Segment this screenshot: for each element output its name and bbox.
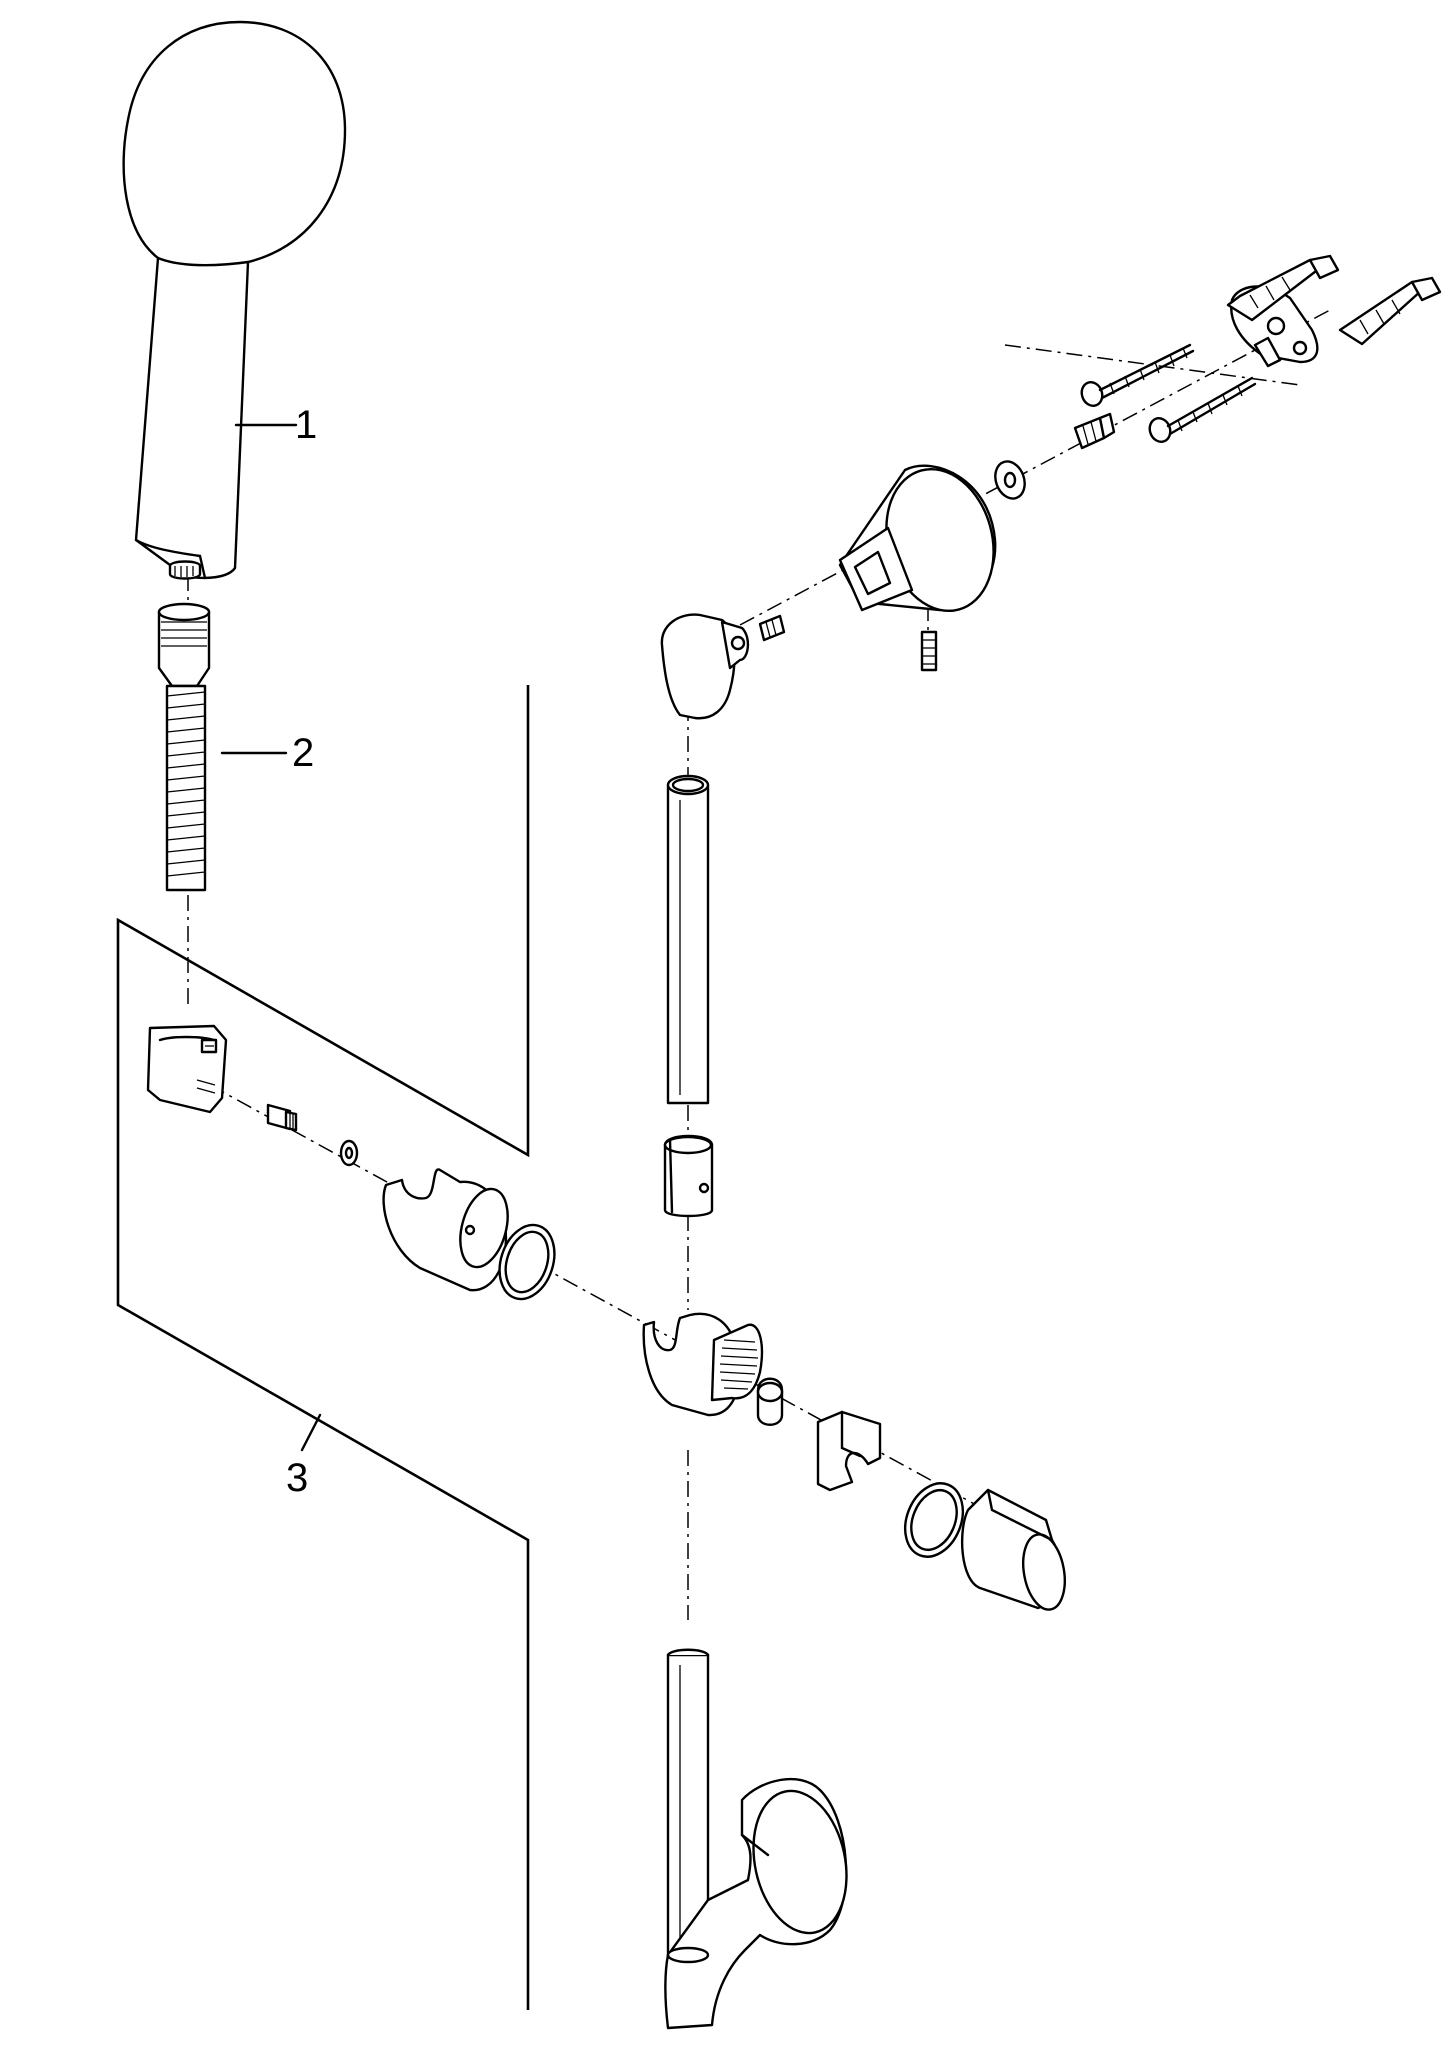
slide-rail-upper	[666, 774, 710, 1105]
slider-assembly	[642, 1312, 1066, 1611]
mounting-screws	[1080, 343, 1257, 443]
callout-2-shower-hose: 2	[292, 731, 315, 775]
wall-plugs	[1226, 254, 1442, 346]
assembly-3-bracket	[116, 685, 530, 2010]
top-wall-bracket	[660, 412, 1116, 720]
callout-1-hand-shower: 1	[295, 403, 318, 447]
bottom-wall-bracket	[664, 1777, 848, 2030]
rail-bushing	[663, 1134, 714, 1218]
callout-3-wall-holder: 3	[286, 1456, 309, 1500]
centerlines	[187, 309, 1331, 1620]
hand-shower	[122, 20, 347, 580]
wall-holder-assembly	[146, 1024, 556, 1301]
shower-hose	[157, 602, 288, 892]
